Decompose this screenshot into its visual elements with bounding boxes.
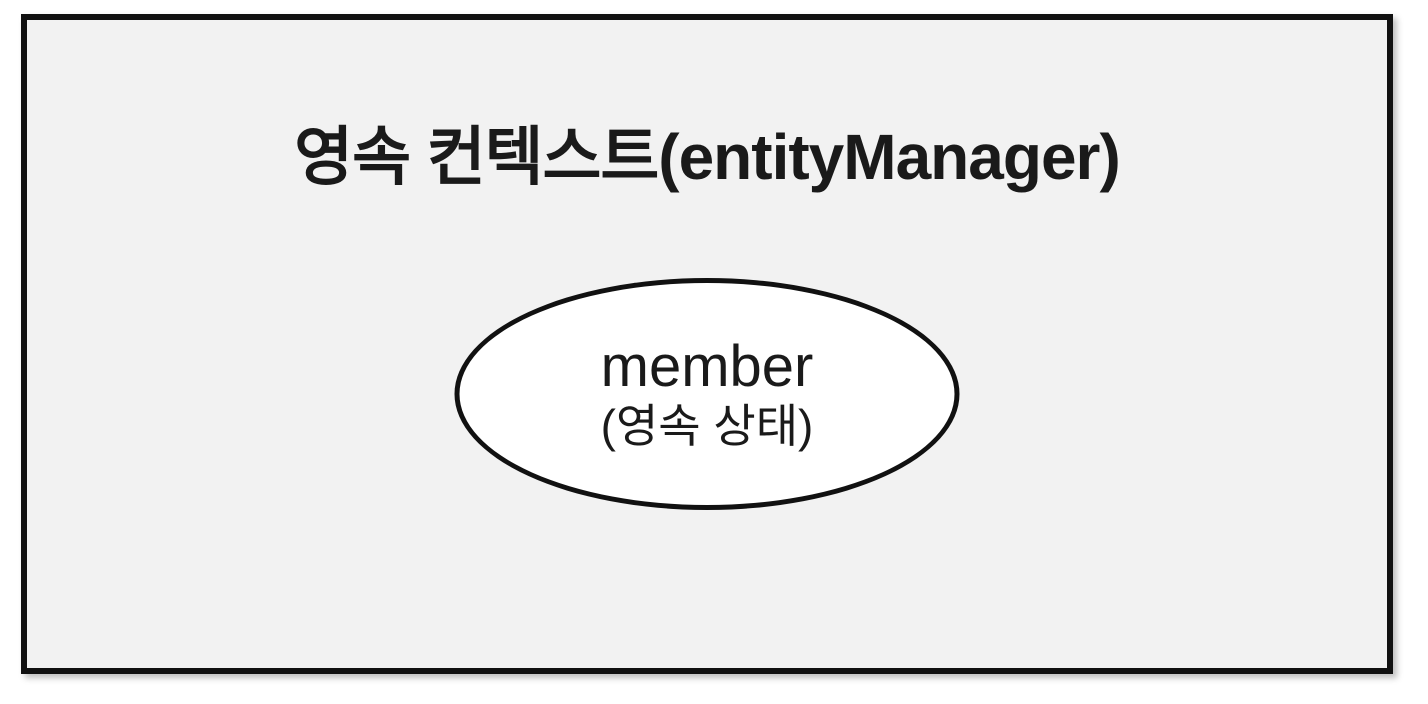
entity-name: member <box>600 334 814 400</box>
persistence-context-title: 영속 컨텍스트(entityManager) <box>294 121 1121 193</box>
persistence-context-box: 영속 컨텍스트(entityManager) member (영속 상태) <box>21 14 1393 674</box>
entity-state-label: (영속 상태) <box>600 400 814 453</box>
entity-ellipse: member (영속 상태) <box>454 278 960 510</box>
